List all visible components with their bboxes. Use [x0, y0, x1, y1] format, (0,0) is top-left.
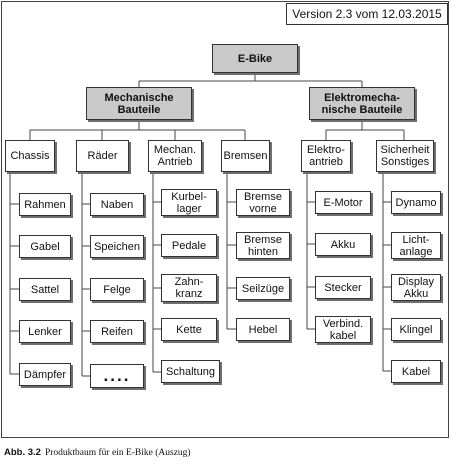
item-node-rahmen: Rahmen [19, 193, 71, 216]
item-node-hebel: Hebel [236, 318, 290, 341]
item-node-stecker: Stecker [315, 276, 371, 299]
item-node-naben: Naben [90, 193, 144, 216]
item-node-kurbellager: Kurbel- lager [161, 189, 217, 216]
version-label: Version 2.3 vom 12.03.2015 [286, 3, 448, 25]
item-node-lichtanlage: Licht- anlage [391, 232, 441, 259]
diagram-frame [1, 1, 449, 438]
item-node-bremse-vorne: Bremse vorne [236, 189, 290, 216]
category-node-raeder: Räder [76, 140, 129, 172]
figure-caption-text: Produktbaum für ein E-Bike (Auszug) [44, 448, 191, 458]
item-node-pedale: Pedale [161, 234, 217, 257]
item-node-felge: Felge [90, 278, 144, 301]
group-node-elektro: Elektromecha- nische Bauteile [309, 87, 415, 120]
item-node-dynamo: Dynamo [391, 191, 441, 214]
item-node-klingel: Klingel [391, 318, 441, 341]
item-node-akku: Akku [315, 233, 371, 256]
item-node-speichen: Speichen [90, 235, 144, 258]
item-node-schaltung: Schaltung [161, 360, 220, 383]
item-node-sattel: Sattel [19, 278, 71, 301]
item-node-daempfer: Dämpfer [19, 363, 71, 386]
item-node-verbindkabel: Verbind. kabel [315, 316, 371, 343]
item-node-display-akku: Display Akku [391, 274, 441, 301]
category-node-chassis: Chassis [5, 140, 55, 172]
category-node-bremsen: Bremsen [221, 140, 270, 172]
group-node-mechanisch: Mechanische Bauteile [86, 87, 192, 120]
item-node-gabel: Gabel [19, 235, 71, 258]
category-node-sicherheit: Sicherheit Sonstiges [376, 140, 434, 172]
item-node-reifen: Reifen [90, 320, 144, 343]
category-node-antrieb: Mechan. Antrieb [148, 140, 202, 172]
figure-caption-label: Abb. 3.2 [4, 447, 41, 458]
root-node-ebike: E-Bike [212, 44, 298, 73]
item-node-zahnkranz: Zahn- kranz [161, 274, 217, 302]
item-node-more: .... [90, 364, 144, 388]
item-node-kette: Kette [161, 318, 217, 341]
item-node-emotor: E-Motor [315, 191, 371, 214]
item-node-bremse-hinten: Bremse hinten [236, 232, 290, 259]
item-node-kabel: Kabel [391, 360, 441, 383]
item-node-lenker: Lenker [19, 320, 71, 343]
category-node-elektroantrieb: Elektro- antrieb [301, 140, 351, 172]
item-node-seilzuege: Seilzüge [236, 277, 290, 300]
